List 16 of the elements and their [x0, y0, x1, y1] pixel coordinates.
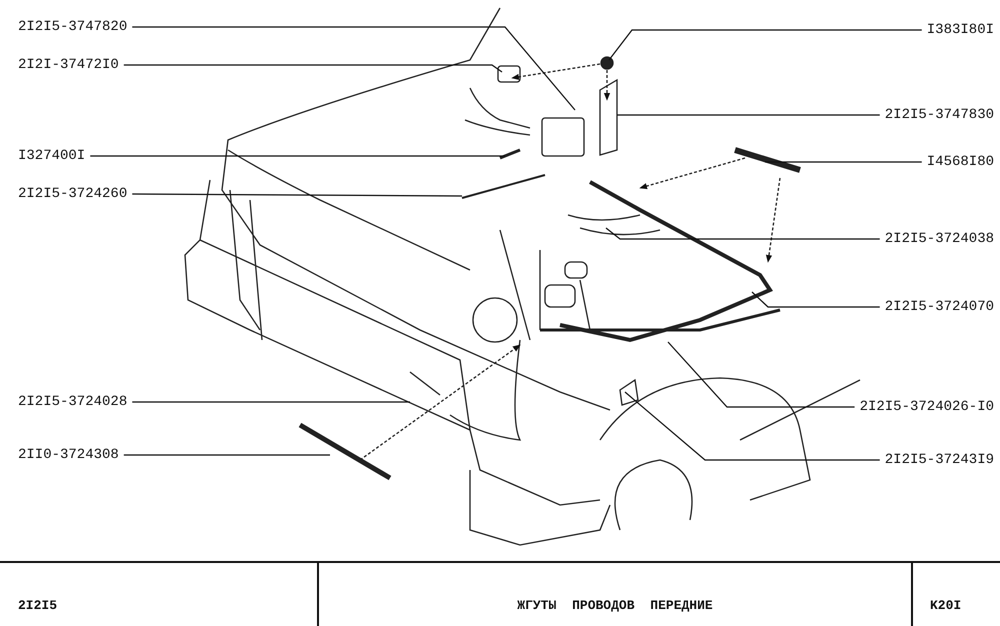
leader-line — [668, 342, 855, 408]
leader-line — [132, 193, 462, 197]
leader-line — [624, 392, 880, 461]
leader-line — [90, 155, 505, 157]
leader-line — [617, 114, 880, 116]
leader-line — [608, 29, 922, 60]
leader-line — [124, 454, 330, 456]
sheet-title: ЖГУТЫ ПРОВОДОВ ПЕРЕДНИЕ — [516, 598, 714, 613]
drawing-number: 2I2I5 — [18, 598, 58, 613]
leader-line — [132, 26, 576, 110]
sheet-number: K20I — [930, 598, 962, 613]
leader-line — [606, 228, 880, 240]
leader-line — [765, 161, 922, 163]
leader-line — [752, 292, 880, 308]
leader-line — [132, 401, 410, 403]
leader-line — [124, 64, 502, 72]
